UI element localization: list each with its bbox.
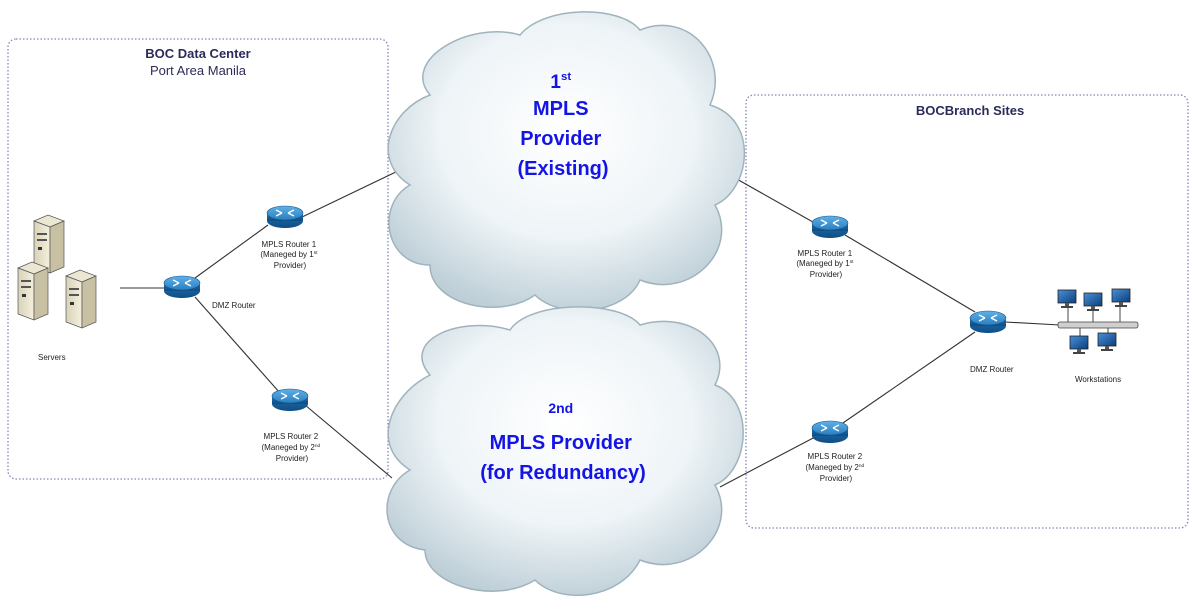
- dc-router1-line2: (Maneged by 1: [260, 250, 314, 259]
- dc-router1-label: MPLS Router 1 (Maneged by 1st Provider): [260, 240, 319, 270]
- branch-router2-line3: Provider): [820, 474, 853, 483]
- dc-router1-line1: MPLS Router 1: [262, 240, 317, 249]
- dc-router1-line3: Provider): [274, 261, 307, 270]
- router-icon: [811, 215, 849, 239]
- workstations-label: Workstations: [1075, 375, 1121, 384]
- branch-router1-line2: (Maneged by 1: [796, 259, 850, 268]
- servers-label: Servers: [38, 353, 66, 362]
- cloud2-line1: 2nd: [548, 400, 573, 416]
- data-center-subtitle: Port Area Manila: [150, 63, 247, 78]
- branch-router1-line3: Provider): [810, 270, 843, 279]
- router-icon: [969, 310, 1007, 334]
- router-icon: [266, 205, 304, 229]
- cloud-icon: [386, 306, 744, 597]
- cloud1-label: 1st MPLS Provider (Existing): [517, 67, 608, 180]
- cloud-icon: [387, 11, 746, 312]
- server-icon: [17, 214, 97, 329]
- dc-router2-line1: MPLS Router 2: [264, 432, 319, 441]
- data-center-title: BOC Data Center: [145, 46, 250, 61]
- data-center-box: [7, 38, 389, 480]
- dc-router2-label: MPLS Router 2 (Maneged by 2nd Provider): [262, 432, 323, 463]
- cloud1-line4: (Existing): [517, 158, 608, 180]
- cloud1-line1-sup: st: [561, 71, 571, 83]
- dc-router2-line3: Provider): [276, 454, 309, 463]
- workstation-icon: [1057, 288, 1139, 355]
- dc-router2-line2: (Maneged by 2: [262, 443, 316, 452]
- cloud2-label: 2nd MPLS Provider (for Redundancy): [480, 400, 646, 484]
- branch-sites-title: BOCBranch Sites: [916, 103, 1024, 118]
- branch-router1-line1: MPLS Router 1: [798, 249, 853, 258]
- branch-router2-line1: MPLS Router 2: [808, 452, 863, 461]
- branch-router2-label: MPLS Router 2 (Maneged by 2nd Provider): [806, 452, 867, 483]
- cloud1-line3: Provider: [520, 128, 601, 150]
- connection-lines: [120, 169, 1061, 488]
- cloud2-line3: (for Redundancy): [480, 462, 646, 484]
- router-icon: [811, 420, 849, 444]
- router-icon: [271, 388, 309, 412]
- branch-router2-line2-sup: nd: [859, 463, 865, 469]
- router-icon: [163, 275, 201, 299]
- dc-dmz-router-label: DMZ Router: [212, 301, 256, 310]
- branch-router1-label: MPLS Router 1 (Maneged by 1st Provider): [796, 249, 855, 279]
- cloud1-line1: 1: [550, 72, 561, 93]
- cloud1-line2: MPLS: [533, 98, 589, 120]
- cloud2-line2: MPLS Provider: [490, 432, 632, 454]
- dc-router2-line2-sup: nd: [315, 443, 321, 449]
- dc-router1-line2-sup: st: [314, 250, 318, 256]
- branch-router1-line2-sup: st: [850, 259, 854, 265]
- branch-dmz-router-label: DMZ Router: [970, 365, 1014, 374]
- branch-router2-line2: (Maneged by 2: [806, 463, 860, 472]
